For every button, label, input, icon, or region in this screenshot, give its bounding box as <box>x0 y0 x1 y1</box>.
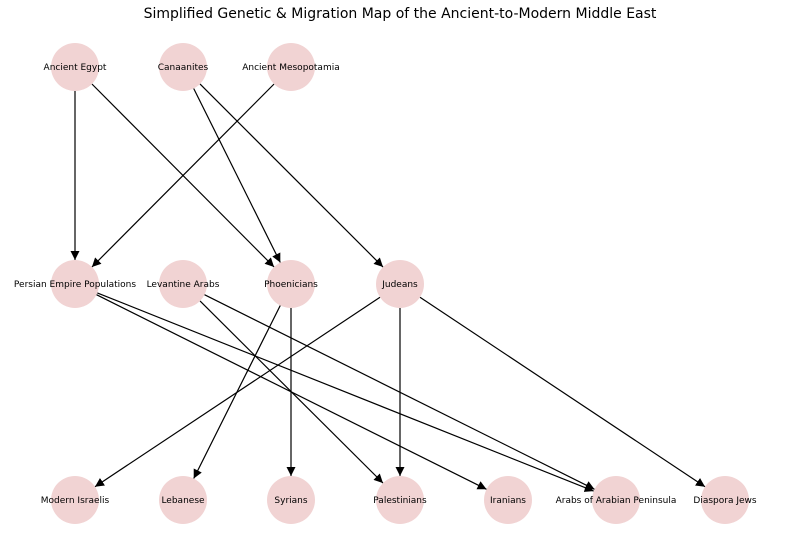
node-circle <box>51 43 99 91</box>
node-circle <box>159 43 207 91</box>
node-label: Levantine Arabs <box>147 280 220 290</box>
node-label: Ancient Egypt <box>44 63 107 73</box>
node-iranians: Iranians <box>484 476 532 524</box>
edge-judeans-to-israelis <box>94 296 381 488</box>
node-circle <box>701 476 749 524</box>
node-circle <box>376 260 424 308</box>
edge-mesopotamia-to-persian <box>91 83 275 268</box>
node-label: Diaspora Jews <box>693 496 756 506</box>
edge-canaanites-to-judeans <box>199 83 384 268</box>
node-egypt: Ancient Egypt <box>44 43 107 91</box>
node-syrians: Syrians <box>267 476 315 524</box>
node-label: Canaanites <box>158 63 209 73</box>
node-levantine: Levantine Arabs <box>147 260 220 308</box>
node-label: Iranians <box>490 496 526 506</box>
node-circle <box>159 260 207 308</box>
node-label: Modern Israelis <box>41 496 110 506</box>
node-label: Lebanese <box>161 496 205 506</box>
node-circle <box>51 260 99 308</box>
node-circle <box>484 476 532 524</box>
node-label: Persian Empire Populations <box>14 280 136 290</box>
node-label: Arabs of Arabian Peninsula <box>556 496 677 506</box>
nodes-layer: Ancient Egypt Canaanites Ancient Mesopotam… <box>14 43 757 524</box>
node-circle <box>376 476 424 524</box>
node-circle <box>267 476 315 524</box>
node-label: Palestinians <box>373 496 427 506</box>
node-label: Phoenicians <box>264 280 318 290</box>
edge-persian-to-arabs <box>97 292 594 492</box>
node-circle <box>267 260 315 308</box>
node-label: Syrians <box>274 496 307 506</box>
node-circle <box>592 476 640 524</box>
node-lebanese: Lebanese <box>159 476 207 524</box>
node-circle <box>51 476 99 524</box>
node-diaspora: Diaspora Jews <box>693 476 757 524</box>
node-palestinians: Palestinians <box>373 476 427 524</box>
node-arabs: Arabs of Arabian Peninsula <box>556 476 677 524</box>
node-israelis: Modern Israelis <box>41 476 110 524</box>
node-label: Judeans <box>381 280 418 290</box>
node-label: Ancient Mesopotamia <box>242 63 339 73</box>
node-canaanites: Canaanites <box>158 43 209 91</box>
node-circle <box>267 43 315 91</box>
edge-judeans-to-diaspora <box>419 296 706 488</box>
diagram-title: Simplified Genetic & Migration Map of th… <box>143 6 657 22</box>
edge-canaanites-to-phoenicians <box>193 88 281 263</box>
edges-layer <box>70 83 706 492</box>
node-judeans: Judeans <box>376 260 424 308</box>
node-phoenicians: Phoenicians <box>264 260 318 308</box>
node-mesopotamia: Ancient Mesopotamia <box>242 43 340 91</box>
node-circle <box>159 476 207 524</box>
node-persian: Persian Empire Populations <box>14 260 136 308</box>
